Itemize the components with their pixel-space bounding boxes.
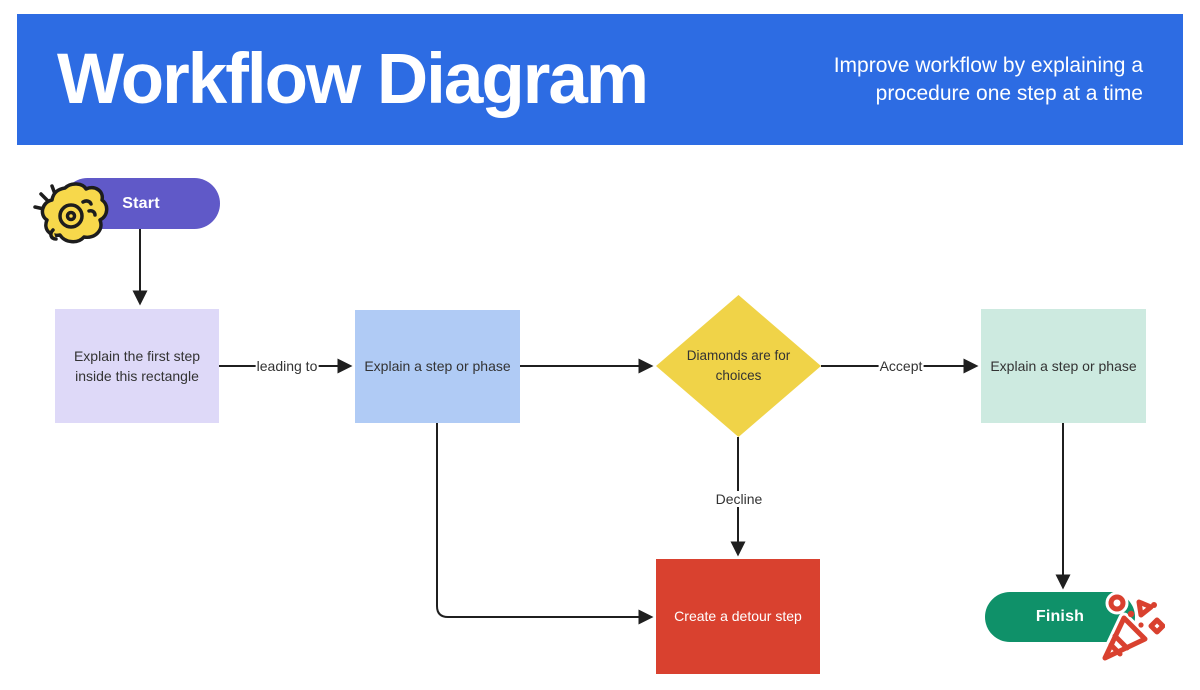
edge-label-accept: Accept: [878, 358, 924, 374]
party-popper-icon: [1099, 592, 1165, 664]
node-start-label: Start: [122, 194, 160, 212]
node-step-phase-1-label: Explain a step or phase: [364, 358, 511, 375]
node-step-phase-2-label: Explain a step or phase: [990, 357, 1137, 374]
node-detour-step-label: Create a detour step: [674, 608, 802, 625]
edge-label-decline: Decline: [714, 491, 764, 507]
snap-hand-icon: [33, 182, 109, 244]
node-first-step[interactable]: Explain the first step inside this recta…: [55, 309, 219, 423]
page-title: Workflow Diagram: [57, 40, 649, 119]
node-step-phase-1[interactable]: Explain a step or phase: [355, 310, 520, 423]
node-decision-diamond[interactable]: Diamonds are for choices: [656, 295, 821, 437]
node-detour-step[interactable]: Create a detour step: [656, 559, 820, 674]
node-decision-label: Diamonds are for choices: [686, 347, 791, 383]
diamond-shape: [656, 295, 821, 437]
node-step-phase-2[interactable]: Explain a step or phase: [981, 309, 1146, 423]
edge-step1-to-detour: [436, 423, 654, 625]
edge-label-leading-to: leading to: [255, 358, 319, 374]
page-subtitle: Improve workflow by explaining a procedu…: [833, 53, 1143, 105]
header-banner: Workflow Diagram Improve workflow by exp…: [17, 14, 1183, 145]
node-first-step-label: Explain the first step inside this recta…: [73, 347, 201, 384]
node-finish-label: Finish: [1035, 608, 1085, 626]
